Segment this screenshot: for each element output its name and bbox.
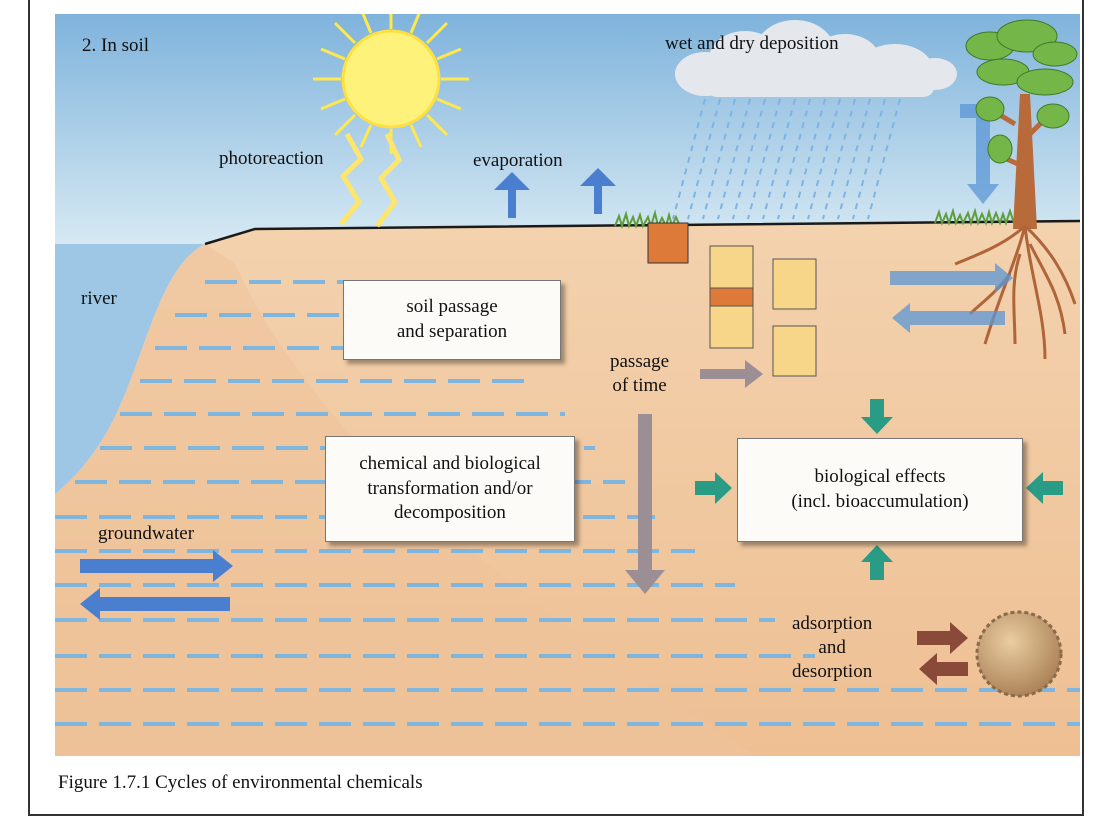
soil-cycle-scene: 2. In soil wet and dry deposition photor…: [55, 0, 1081, 756]
photoreaction-rays: [339, 132, 403, 228]
sky: [55, 14, 1080, 244]
evaporation-arrows: [494, 168, 616, 218]
soil-particle-icon: [975, 610, 1063, 698]
photoreaction-label: photoreaction: [219, 148, 324, 169]
adsorption-desorption-label: adsorption and desorption: [792, 613, 873, 682]
time-arrow-down: [625, 414, 665, 594]
figure-frame: [28, 0, 1084, 816]
rain: [672, 98, 901, 220]
groundwater-label: groundwater: [98, 523, 195, 544]
time-arrow-right: [700, 360, 763, 388]
substance-square-surface: [647, 222, 689, 264]
biological-effects-box: biological effects (incl. bioaccumulatio…: [737, 438, 1023, 542]
deposition-arrow: [960, 104, 999, 204]
ground-line: [204, 219, 1081, 246]
soil-sample-columns: [709, 245, 817, 377]
sun-icon: [313, 0, 469, 154]
river-water: [55, 244, 205, 494]
chemical-transformation-box: chemical and biological transformation a…: [325, 436, 575, 542]
groundwater-arrows: [80, 550, 233, 620]
evaporation-label: evaporation: [473, 150, 563, 171]
tree-icon: [954, 19, 1078, 360]
cloud-icon: [675, 20, 957, 97]
panel-title: 2. In soil: [82, 35, 150, 56]
river-label: river: [81, 288, 117, 309]
passage-of-time-label: passage of time: [610, 351, 670, 396]
scene-illustration: [55, 0, 1081, 756]
biological-effects-arrows: [695, 399, 1063, 580]
figure-caption: Figure 1.7.1 Cycles of environmental che…: [58, 772, 423, 793]
soil-passage-box: soil passage and separation: [343, 280, 561, 360]
wet-dry-deposition-label: wet and dry deposition: [665, 33, 839, 54]
root-exchange-arrows: [890, 263, 1013, 333]
adsorption-arrows: [917, 622, 968, 685]
